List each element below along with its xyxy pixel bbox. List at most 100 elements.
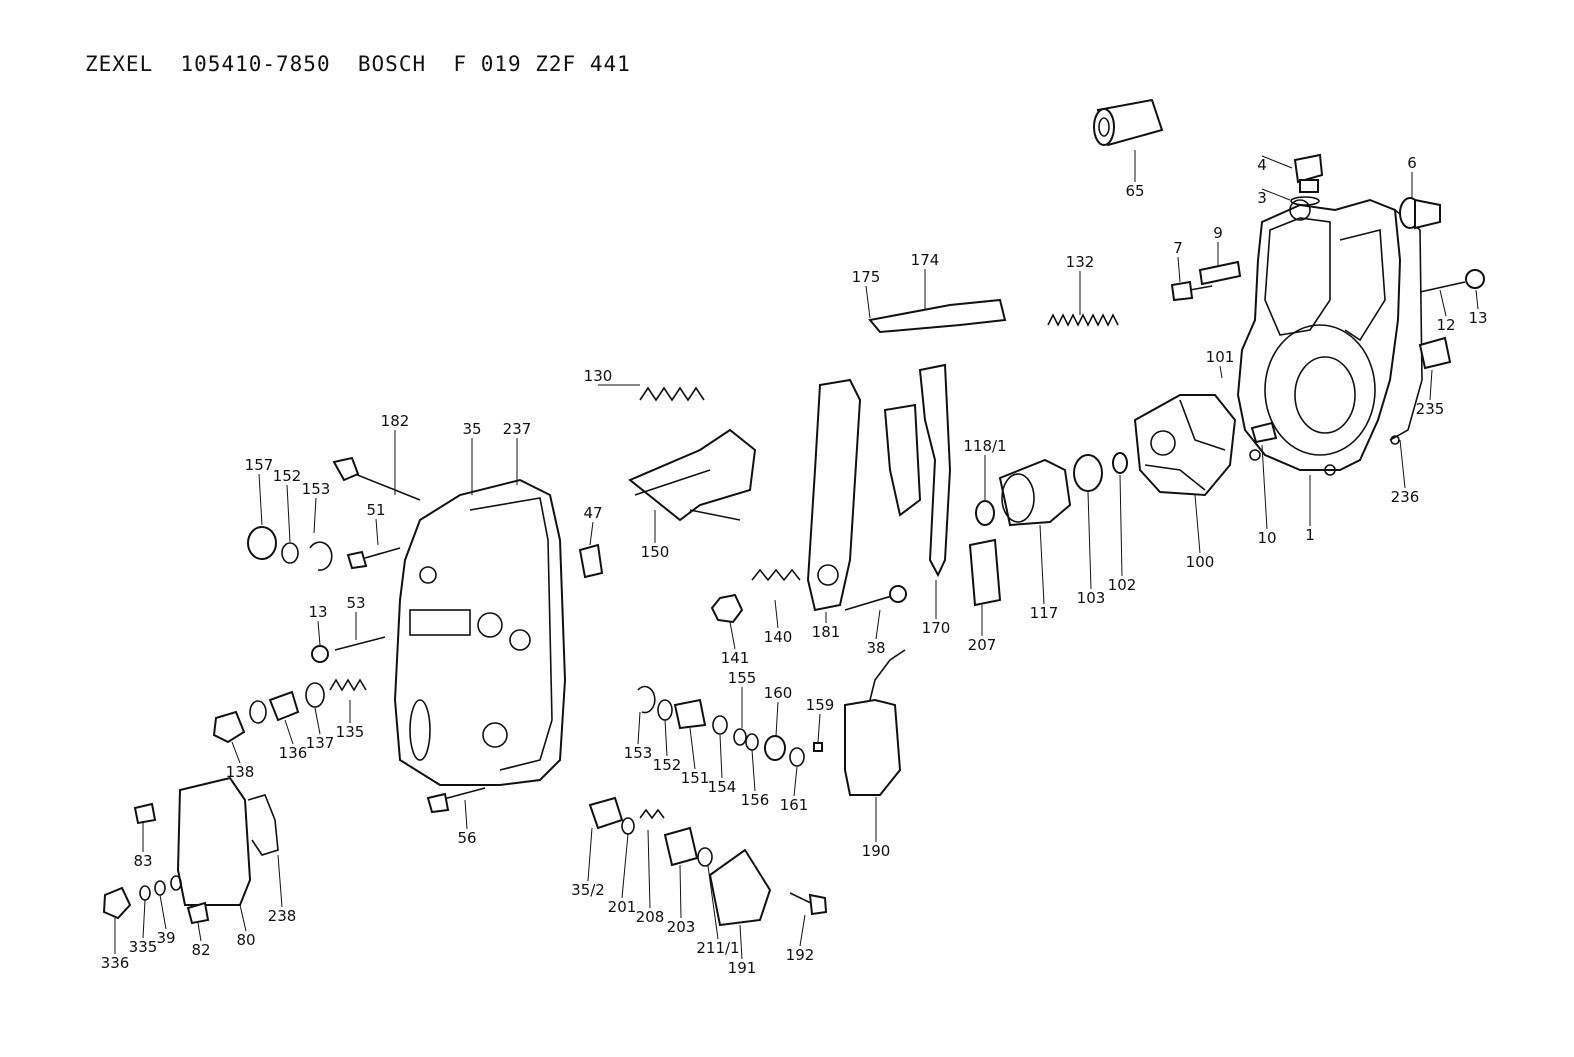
part-label-182: 182 [381, 412, 410, 430]
part-label-138: 138 [226, 763, 255, 781]
control-lever-drawing [806, 378, 862, 612]
leader-line-236 [1399, 439, 1406, 489]
end-washer-drawing [789, 747, 805, 767]
part-label-191: 191 [728, 959, 757, 977]
leader-line-10 [1261, 444, 1268, 530]
leader-line-117 [1039, 524, 1045, 605]
leader-line-160 [775, 701, 779, 737]
snap-ring-drawing [309, 541, 333, 571]
leader-line-137 [314, 707, 321, 735]
leader-line-101 [1219, 365, 1223, 379]
screw-head-drawing [346, 550, 368, 570]
retaining-ring-drawing [637, 685, 656, 714]
part-label-238: 238 [268, 907, 297, 925]
part-label-39: 39 [156, 929, 175, 947]
part-label-192: 192 [786, 946, 815, 964]
leader-line-4 [1261, 155, 1293, 169]
part-label-38: 38 [866, 639, 885, 657]
sleeve-drawing [998, 458, 1072, 527]
bracket-arm-drawing [869, 649, 906, 701]
part-label-132: 132 [1066, 253, 1095, 271]
flange-bolt-drawing [1250, 421, 1278, 444]
lock-plate-drawing [1198, 260, 1242, 286]
leader-line-208 [647, 829, 651, 909]
bushing-drawing [673, 698, 707, 730]
part-label-154: 154 [708, 778, 737, 796]
part-label-201: 201 [608, 898, 637, 916]
shim-ring-drawing [1112, 452, 1128, 474]
leader-line-159 [817, 713, 821, 743]
leader-line-35_2 [587, 827, 593, 882]
long-bolt-drawing [844, 594, 896, 611]
leader-line-103 [1087, 491, 1092, 590]
part-label-100: 100 [1186, 553, 1215, 571]
part-label-13a: 13 [1468, 309, 1487, 327]
leader-line-152b [664, 719, 668, 757]
stud-drawing [334, 636, 386, 651]
leader-line-157 [258, 473, 263, 526]
governor-cover-drawing [393, 478, 567, 786]
return-spring-drawing [639, 386, 705, 402]
plug-shank-drawing [1299, 179, 1319, 193]
part-label-155: 155 [728, 669, 757, 687]
leader-line-138 [231, 741, 241, 764]
part-label-152a: 152 [273, 467, 302, 485]
part-label-10: 10 [1257, 529, 1276, 547]
leader-line-238 [277, 854, 283, 908]
hollow-screw-drawing [439, 787, 486, 801]
piston-ring-drawing [697, 847, 713, 867]
part-label-151: 151 [681, 769, 710, 787]
shaft-pin-b-drawing [689, 509, 741, 521]
brand-zexel: ZEXEL [85, 52, 154, 76]
cap-nut-drawing [212, 710, 246, 744]
bearing-ring-drawing [1073, 454, 1103, 492]
thrust-washer-drawing [975, 500, 995, 526]
leader-line-136 [284, 719, 294, 745]
part-label-53: 53 [346, 594, 365, 612]
part-label-117: 117 [1030, 604, 1059, 622]
part-label-130: 130 [584, 367, 613, 385]
ring-drawing [712, 715, 728, 735]
leader-line-335 [142, 899, 146, 939]
part-label-235: 235 [1416, 400, 1445, 418]
leader-line-47 [589, 521, 594, 546]
leader-line-51 [375, 518, 379, 546]
o-ring-drawing [281, 542, 299, 564]
lock-nut-drawing [1465, 269, 1485, 289]
adjust-spring-drawing [329, 678, 367, 692]
part-label-160: 160 [764, 684, 793, 702]
leader-line-3 [1261, 188, 1291, 201]
part-label-336: 336 [101, 954, 130, 972]
tension-spring-drawing [1047, 313, 1119, 327]
leader-line-82 [197, 922, 202, 942]
washer-drawing [249, 700, 267, 724]
vent-plug-drawing [1399, 197, 1441, 230]
end-cover-drawing [176, 776, 252, 906]
part-label-80: 80 [236, 931, 255, 949]
leader-line-13a [1475, 289, 1479, 310]
small-washer-drawing [621, 817, 635, 835]
zexel-part-number: 105410-7850 [180, 52, 331, 76]
screw-plug-drawing [578, 543, 604, 579]
part-label-47: 47 [583, 504, 602, 522]
bolt-head-drawing [1170, 280, 1194, 302]
part-label-140: 140 [764, 628, 793, 646]
part-label-137: 137 [306, 734, 335, 752]
governor-housing-drawing [1236, 198, 1423, 476]
cover-bolt-head-drawing [332, 456, 360, 482]
small-spring-drawing [639, 808, 665, 820]
leader-line-56 [464, 799, 468, 830]
leader-line-153b [637, 711, 641, 745]
part-label-237: 237 [503, 420, 532, 438]
leader-line-13b [317, 620, 321, 646]
shaft-pin-a-drawing [634, 469, 711, 496]
tension-lever-drawing [918, 363, 952, 578]
part-label-12: 12 [1436, 316, 1455, 334]
sleeve-nut-drawing [1093, 98, 1164, 147]
part-label-103: 103 [1077, 589, 1106, 607]
seal-ring-drawing [733, 728, 747, 746]
part-label-102: 102 [1108, 576, 1137, 594]
slider-block-drawing [968, 538, 1002, 607]
leader-line-102 [1119, 474, 1123, 577]
leader-line-201 [621, 833, 629, 899]
